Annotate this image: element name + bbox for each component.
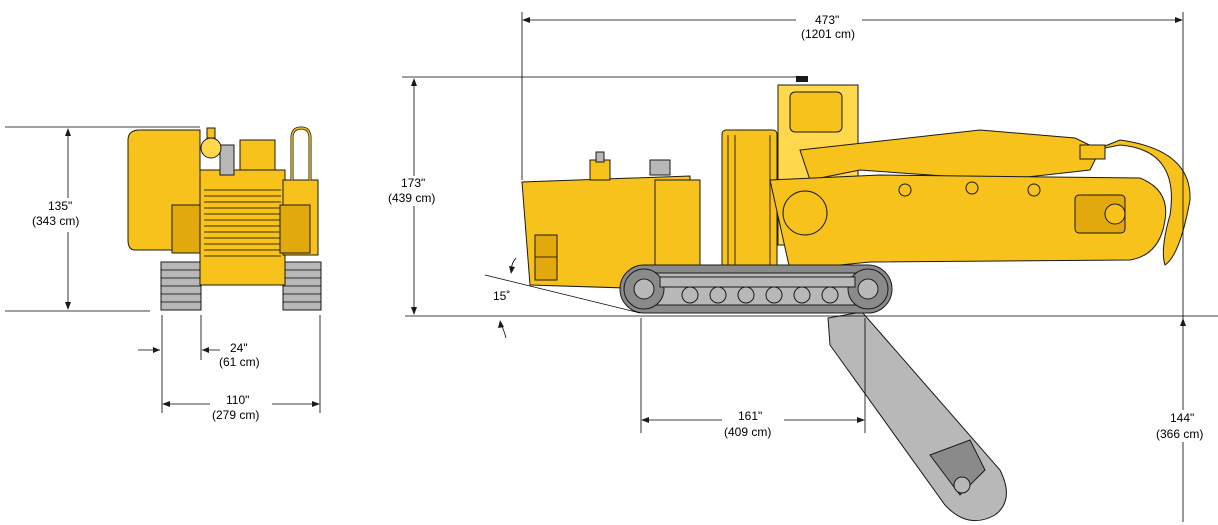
side-digging-boom xyxy=(827,311,1007,522)
rear-view xyxy=(127,126,322,311)
side-crawler-track xyxy=(619,264,893,314)
side-drive-sprocket xyxy=(782,190,828,236)
approach-angle-text: 15˚ xyxy=(493,289,510,303)
side-machine xyxy=(521,76,1191,291)
side-track-frame xyxy=(659,276,856,288)
side-filler-cap xyxy=(589,159,611,181)
rear-exhaust-stack xyxy=(219,144,235,176)
rear-track-label: 24" (61 cm) xyxy=(219,341,260,369)
crawler-length-metric: (409 cm) xyxy=(724,425,771,439)
side-trencher-boom xyxy=(769,174,1167,271)
rear-top-frame xyxy=(239,139,276,171)
side-height-metric: (439 cm) xyxy=(388,191,435,205)
rear-grab-handle xyxy=(290,126,312,180)
rear-height-imperial: 135" xyxy=(48,199,72,213)
side-cab-window xyxy=(789,91,843,133)
dig-depth-metric: (366 cm) xyxy=(1156,427,1203,441)
rear-track-treads xyxy=(161,269,321,303)
rear-width-imperial: 110" xyxy=(226,393,249,407)
rear-height-label: 135" (343 cm) xyxy=(30,198,100,232)
crawler-length-imperial: 161" xyxy=(738,409,762,423)
rear-cap xyxy=(206,127,216,139)
crawler-length-label: 161" (409 cm) xyxy=(722,409,784,440)
rear-width-label: 110" (279 cm) xyxy=(210,393,272,423)
rear-air-cleaner xyxy=(200,137,222,159)
dig-depth-label: 144" (366 cm) xyxy=(1154,410,1216,442)
side-track-rollers xyxy=(681,286,839,304)
rear-radiator-grille xyxy=(204,189,281,257)
rear-engine-body xyxy=(199,169,286,286)
side-rear-grille xyxy=(534,234,558,281)
side-exhaust xyxy=(649,159,671,176)
side-length-label: 473" (1201 cm) xyxy=(796,12,862,42)
rear-track-metric: (61 cm) xyxy=(219,355,260,369)
side-height-label: 173" (439 cm) xyxy=(386,176,446,206)
side-boom-idler-plate xyxy=(929,439,986,496)
side-mid-housing xyxy=(654,179,701,276)
side-cable-reel xyxy=(721,129,778,271)
side-height-imperial: 173" xyxy=(401,176,425,190)
side-length-metric: (1201 cm) xyxy=(801,27,855,41)
rear-track-imperial: 24" xyxy=(230,341,248,355)
side-reel-lines xyxy=(727,135,771,265)
rear-right-panel xyxy=(279,204,311,254)
side-cab-beacon xyxy=(796,76,808,82)
rear-width-metric: (279 cm) xyxy=(212,408,259,422)
side-cylinder-end xyxy=(1079,144,1106,160)
side-length-imperial: 473" xyxy=(815,13,839,27)
rear-height-metric: (343 cm) xyxy=(32,214,79,228)
approach-angle-label: 15˚ xyxy=(493,289,510,303)
side-boom-chain xyxy=(827,311,1007,522)
dig-depth-imperial: 144" xyxy=(1170,411,1194,425)
side-boom-idler-hub xyxy=(953,476,971,494)
side-boom-hook xyxy=(1094,139,1191,266)
side-upper-arm xyxy=(799,129,1101,181)
